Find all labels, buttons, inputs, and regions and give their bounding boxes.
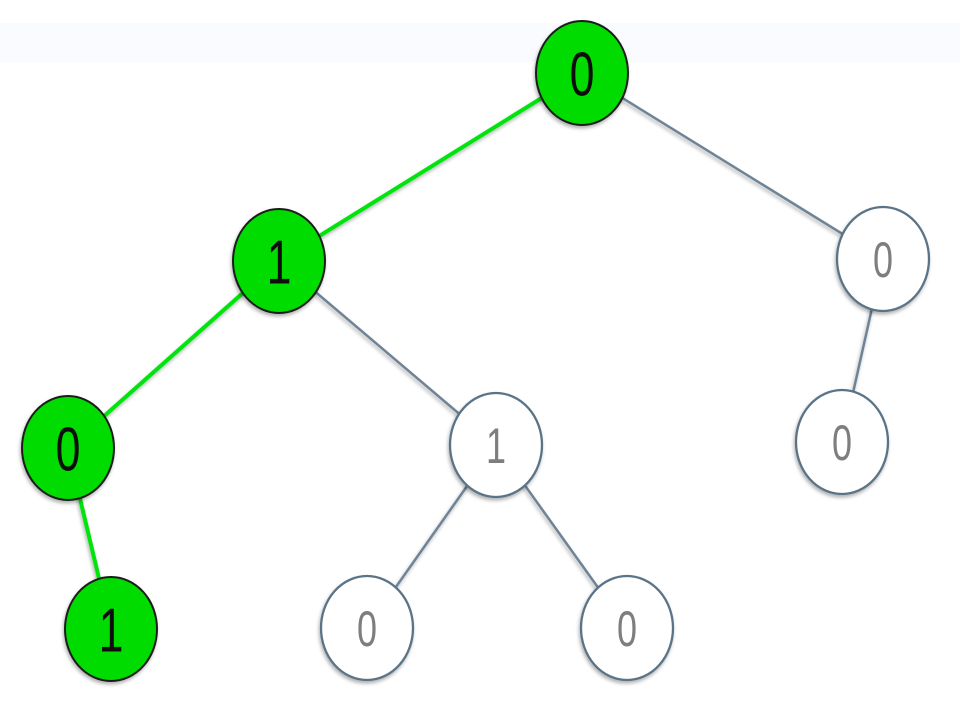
node-label: 1 [486, 419, 506, 474]
tree-node-root[interactable]: 0 [535, 20, 629, 126]
node-label: 0 [832, 416, 852, 471]
node-label: 0 [357, 602, 377, 657]
tree-edges [66, 71, 885, 630]
node-ellipse [448, 391, 544, 499]
node-ellipse [319, 574, 415, 682]
tree-edge-root-l [277, 71, 584, 263]
node-label: 0 [617, 602, 637, 657]
tree-node-r[interactable]: 0 [835, 205, 931, 313]
tree-node-lrr[interactable]: 0 [579, 574, 675, 682]
node-ellipse [232, 208, 326, 314]
tree-node-lr[interactable]: 1 [448, 391, 544, 499]
tree-node-lrl[interactable]: 0 [319, 574, 415, 682]
tree-node-llr[interactable]: 1 [64, 576, 158, 682]
node-ellipse [579, 574, 675, 682]
tree-node-l[interactable]: 1 [232, 208, 326, 314]
tree-edge-root-r [581, 71, 884, 261]
node-ellipse [535, 20, 629, 126]
node-ellipse [64, 576, 158, 682]
node-label: 0 [873, 233, 893, 288]
node-label: 0 [56, 415, 81, 484]
node-label: 0 [570, 40, 595, 109]
node-ellipse [835, 205, 931, 313]
tree-node-ll[interactable]: 0 [21, 395, 115, 501]
node-label: 1 [267, 228, 292, 297]
tree-nodes: 0 1 0 1 1 0 0 0 0 [21, 20, 931, 682]
top-strip [0, 23, 960, 62]
tree-node-rl[interactable]: 0 [794, 388, 890, 496]
node-ellipse [21, 395, 115, 501]
node-ellipse [794, 388, 890, 496]
node-label: 1 [99, 596, 124, 665]
